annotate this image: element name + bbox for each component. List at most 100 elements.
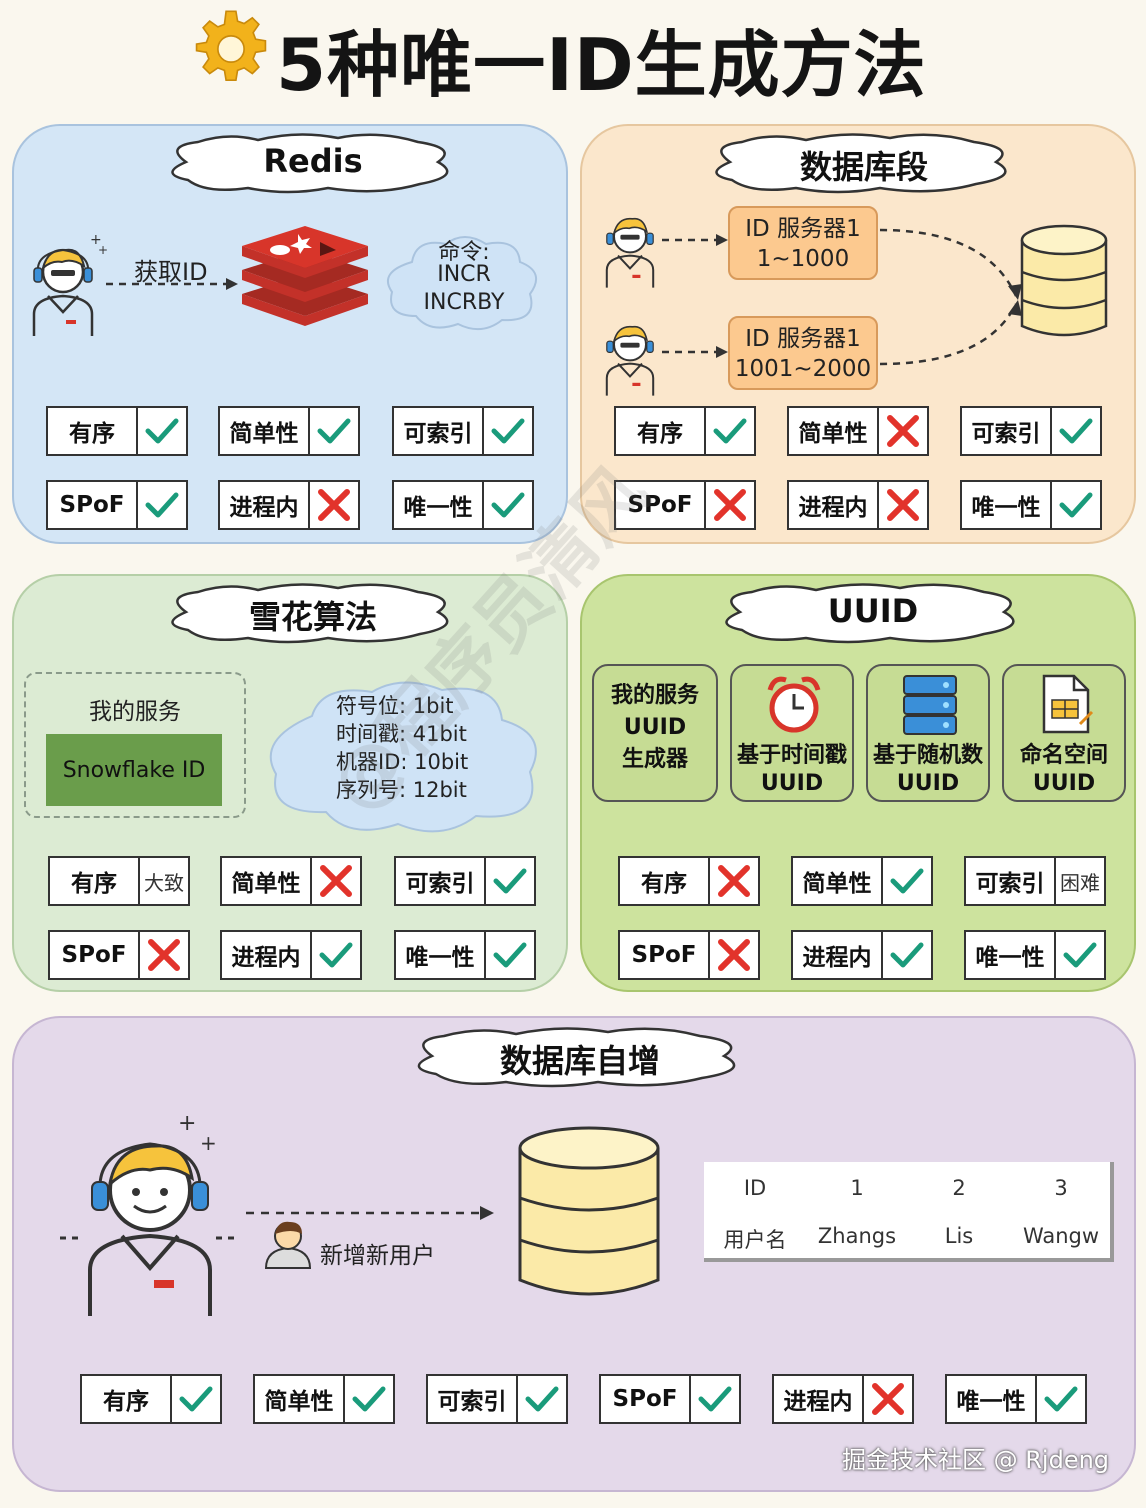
redis-panel (12, 124, 568, 544)
autoinc-arrow-label: 新增新用户 (320, 1243, 435, 1269)
id-server-box: ID 服务器1 1~1000 (728, 206, 878, 280)
property-box: SPoF (599, 1374, 741, 1424)
property-box: 有序大致 (48, 856, 190, 906)
property-box: 可索引 (960, 406, 1102, 456)
id-server-range: 1~1000 (756, 246, 850, 272)
property-label: 进程内 (222, 932, 312, 978)
table-cell: 2 (952, 1176, 966, 1200)
property-box: 有序 (80, 1374, 222, 1424)
check-icon (883, 932, 931, 978)
cross-icon (140, 932, 188, 978)
id-server-name: ID 服务器1 (745, 326, 861, 352)
uuid-card-line: 基于随机数 (872, 743, 983, 768)
check-icon (484, 408, 532, 454)
my-service-container (24, 672, 246, 818)
property-box: 简单性 (791, 856, 933, 906)
snowflake-header: 雪花算法 (248, 598, 377, 636)
property-box: 唯一性 (392, 480, 534, 530)
property-label: 可索引 (428, 1376, 518, 1422)
svg-text:+: + (98, 243, 108, 257)
snowflake-bit-line: 时间戳: 41bit (336, 722, 467, 746)
check-icon (706, 408, 754, 454)
property-label: 进程内 (220, 482, 310, 528)
check-icon (310, 408, 358, 454)
autoinc-header: 数据库自增 (499, 1042, 660, 1080)
svg-text:+: + (200, 1131, 217, 1155)
snowflake-bit-line: 序列号: 12bit (336, 778, 467, 802)
property-box: 简单性 (220, 856, 362, 906)
property-box: 可索引困难 (964, 856, 1106, 906)
cross-icon (710, 932, 758, 978)
property-box: 有序 (618, 856, 760, 906)
property-label: 有序 (616, 408, 706, 454)
property-label: 简单性 (255, 1376, 345, 1422)
check-icon (138, 482, 186, 528)
uuid-card-line: UUID (760, 771, 824, 796)
check-icon (486, 858, 534, 904)
redis-cloud-line: INCRBY (423, 290, 505, 315)
property-box: SPoF (614, 480, 756, 530)
check-icon (1052, 482, 1100, 528)
redis-arrow-label: 获取ID (134, 258, 208, 286)
cross-icon (312, 858, 360, 904)
my-service-label: 我的服务 (89, 699, 181, 725)
uuid-random-card: 基于随机数 UUID (866, 664, 990, 802)
snowflake-bit-line: 机器ID: 10bit (336, 750, 469, 774)
check-icon (1037, 1376, 1085, 1422)
property-label: 简单性 (793, 858, 883, 904)
title-bar: 5种唯一ID生成方法 (0, 0, 1146, 110)
table-cell: 1 (850, 1176, 864, 1200)
property-label: 进程内 (793, 932, 883, 978)
check-icon (1056, 932, 1104, 978)
redis-cloud-line: 命令: (438, 240, 490, 265)
property-label: 唯一性 (396, 932, 486, 978)
database-icon (518, 1126, 660, 1296)
property-label: 简单性 (222, 858, 312, 904)
cross-icon (879, 408, 927, 454)
spreadsheet-doc-icon (1042, 674, 1094, 734)
server-rack-icon (903, 675, 957, 735)
property-note: 大致 (144, 870, 184, 895)
check-icon (883, 858, 931, 904)
cross-icon (710, 858, 758, 904)
property-box: 进程内 (772, 1374, 914, 1424)
dashed-curve-arrows (879, 228, 1022, 366)
uuid-generator-card: 我的服务 UUID 生成器 (592, 664, 718, 802)
uuid-card-line: 我的服务 (610, 683, 699, 708)
segment-header: 数据库段 (799, 148, 928, 186)
snowflake-bits-cloud: 符号位: 1bit 时间戳: 41bit 机器ID: 10bit 序列号: 12… (262, 676, 552, 840)
property-box: 进程内 (791, 930, 933, 980)
property-label: 可索引 (396, 858, 486, 904)
property-label: 进程内 (774, 1376, 864, 1422)
property-label: 可索引 (962, 408, 1052, 454)
check-icon (172, 1376, 220, 1422)
property-box: 唯一性 (945, 1374, 1087, 1424)
property-box: SPoF (48, 930, 190, 980)
property-label: SPoF (620, 932, 710, 978)
cross-icon (879, 482, 927, 528)
property-box: 进程内 (218, 480, 360, 530)
footer-credit: 掘金技术社区 @ Rjdeng (842, 1446, 1110, 1474)
check-icon (138, 408, 186, 454)
cross-icon (706, 482, 754, 528)
check-icon (518, 1376, 566, 1422)
uuid-time-card: 基于时间戳 UUID (730, 664, 854, 802)
property-label: 有序 (48, 408, 138, 454)
property-label: 唯一性 (962, 482, 1052, 528)
support-agent-icon: + + (60, 1111, 240, 1316)
uuid-card-line: 生成器 (621, 747, 688, 772)
property-box: 唯一性 (960, 480, 1102, 530)
table-cell: Wangw (1022, 1224, 1100, 1248)
redis-header: Redis (263, 142, 363, 180)
redis-command-cloud: 命令: INCR INCRBY (382, 232, 546, 334)
autoinc-header-cloud: 数据库自增 (404, 1024, 756, 1090)
property-box: 唯一性 (394, 930, 536, 980)
property-label: 简单性 (220, 408, 310, 454)
property-label: 有序 (50, 858, 140, 904)
table-cell: 3 (1054, 1176, 1068, 1200)
property-label: SPoF (601, 1376, 691, 1422)
page-title: 5种唯一ID生成方法 (276, 23, 927, 107)
user-avatar-icon (264, 1221, 312, 1269)
dashed-arrow (662, 234, 728, 246)
property-label: 有序 (82, 1376, 172, 1422)
